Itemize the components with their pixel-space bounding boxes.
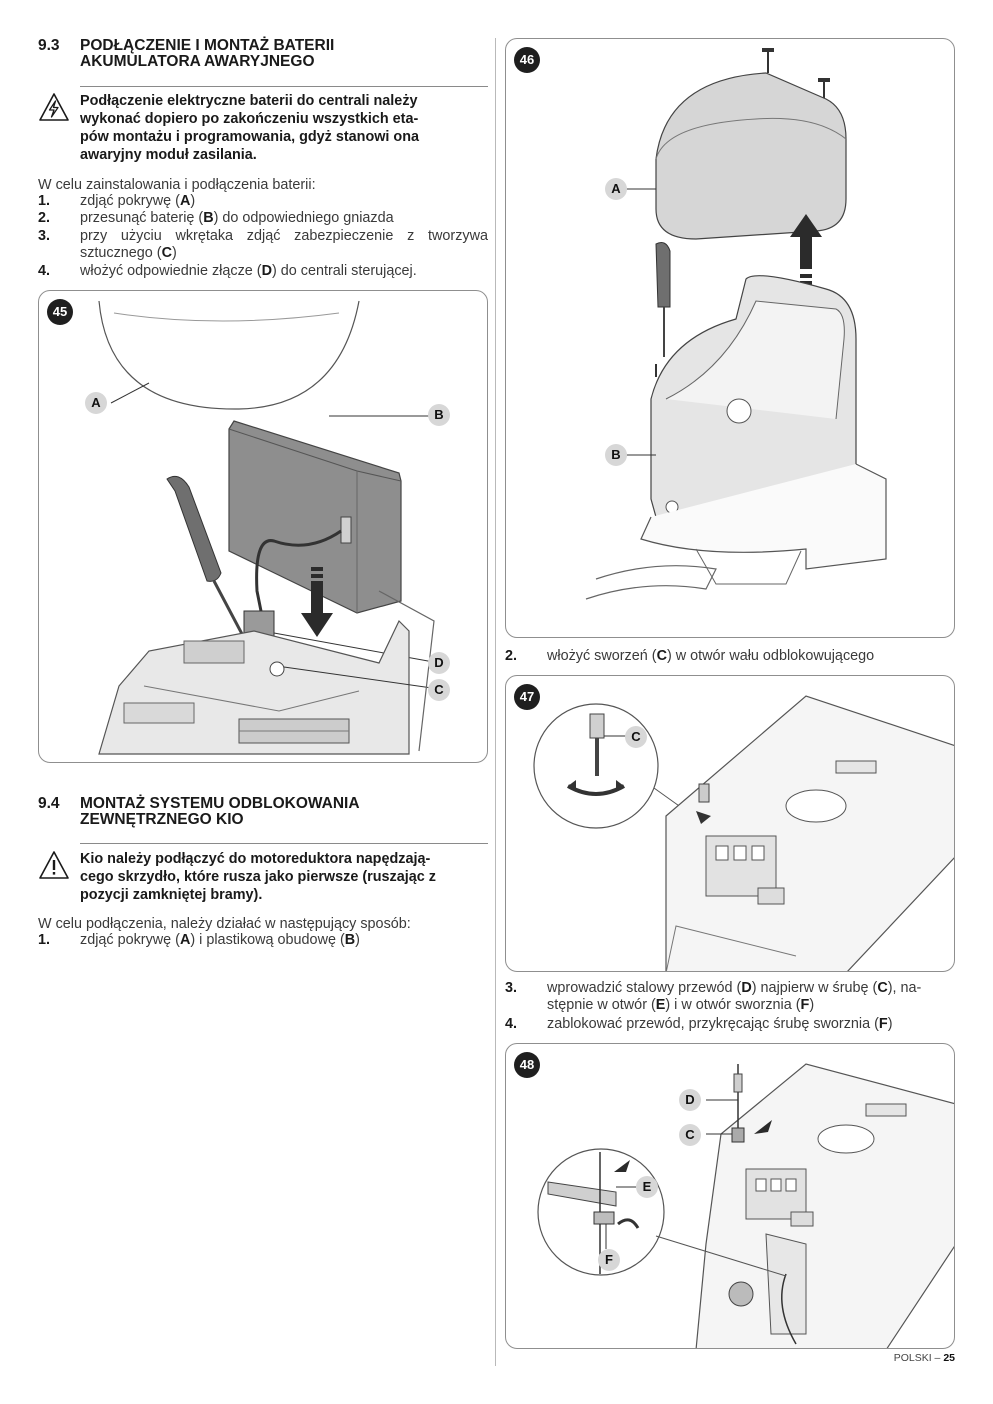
page-footer: POLSKI – 25	[894, 1352, 955, 1364]
warning-text: Kio należy podłączyć do motoreduktora na…	[80, 851, 436, 903]
callout-label: D	[679, 1089, 701, 1111]
callout-label: C	[679, 1124, 701, 1146]
warning-text: Podłączenie elektryczne baterii do centr…	[80, 93, 420, 163]
cable-routing-illustration	[537, 1063, 954, 1348]
section-rule	[80, 86, 488, 87]
figure-46: 46 A B	[505, 38, 955, 638]
section-9-3-heading: 9.3 PODŁĄCZENIE I MONTAŻ BATERII AKUMULA…	[38, 38, 488, 70]
column-divider	[495, 38, 496, 1366]
pin-insertion-illustration	[533, 695, 954, 971]
callout-label: C	[625, 726, 647, 748]
figure-number-badge: 48	[514, 1052, 540, 1078]
callout-label: C	[428, 679, 450, 701]
high-voltage-warning-icon	[39, 93, 69, 121]
section-9-4-heading: 9.4 MONTAŻ SYSTEMU ODBLOKOWANIA ZEWNĘTRZ…	[38, 796, 488, 828]
section-number: 9.4	[38, 795, 60, 812]
figure-48: 48 D C E F	[505, 1043, 955, 1349]
callout-label: D	[428, 652, 450, 674]
callout-label: A	[605, 178, 627, 200]
caution-warning-icon	[39, 851, 69, 879]
footer-language: POLSKI –	[893, 1352, 944, 1364]
battery-installation-illustration	[98, 300, 440, 755]
intro-text: W celu zainstalowania i podłączenia bate…	[38, 177, 316, 193]
figure-47: 47 C	[505, 675, 955, 972]
figure-number-badge: 46	[514, 47, 540, 73]
cover-removal-illustration	[585, 48, 887, 600]
callout-label: B	[428, 404, 450, 426]
section-title-line: ZEWNĘTRZNEGO KIO	[80, 811, 244, 828]
callout-label: A	[85, 392, 107, 414]
section-title-line: MONTAŻ SYSTEMU ODBLOKOWANIA	[80, 795, 360, 812]
callout-label: E	[636, 1176, 658, 1198]
section-title-line: PODŁĄCZENIE I MONTAŻ BATERII	[80, 37, 335, 54]
page-number: 25	[943, 1352, 955, 1364]
callout-label: B	[605, 444, 627, 466]
figure-number-badge: 45	[47, 299, 73, 325]
section-rule	[80, 843, 488, 844]
callout-label: F	[598, 1249, 620, 1271]
figure-45: 45 A B D C	[38, 290, 488, 763]
section-number: 9.3	[38, 37, 60, 54]
section-title-line: AKUMULATORA AWARYJNEGO	[80, 53, 315, 70]
intro-text: W celu podłączenia, należy działać w nas…	[38, 916, 411, 932]
figure-number-badge: 47	[514, 684, 540, 710]
